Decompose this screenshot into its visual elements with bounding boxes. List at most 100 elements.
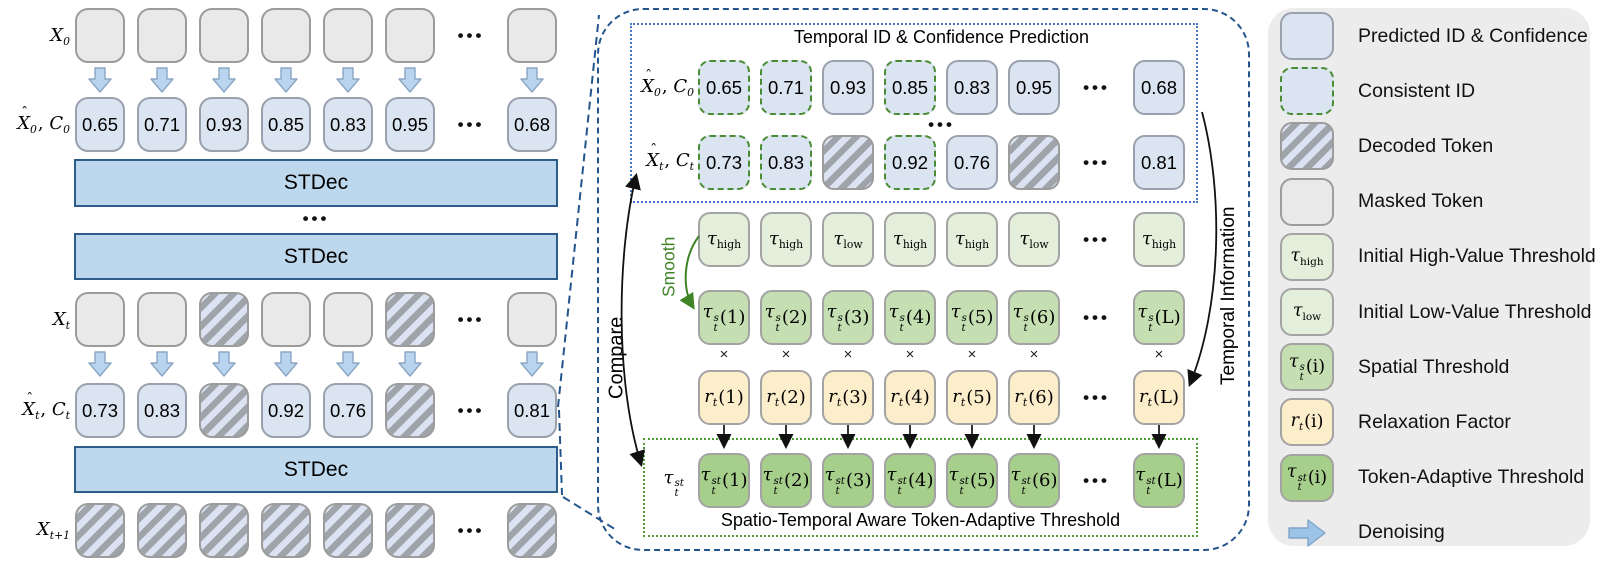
ellipsis: ••• <box>457 520 485 540</box>
compare-label: Compare <box>605 316 628 400</box>
tau-low-token: τlow <box>1008 212 1060 267</box>
tau-high-token: τhigh <box>760 212 812 267</box>
masked-token <box>137 292 187 347</box>
legend-label: Denoising <box>1358 521 1445 544</box>
denoising-arrow-icon <box>520 67 544 93</box>
relaxation-factor-token: rt(2) <box>760 370 812 425</box>
predicted-token: 0.81 <box>507 383 557 438</box>
confidence-value: 0.92 <box>267 399 304 421</box>
confidence-value: 0.73 <box>705 151 742 173</box>
denoising-arrow-icon <box>520 351 544 377</box>
decoded-token <box>323 503 373 558</box>
multiply-operator: × <box>1029 345 1039 363</box>
decoded-token <box>261 503 311 558</box>
legend-item: rt(i)Relaxation Factor <box>1280 398 1511 447</box>
confidence-value: 0.95 <box>1015 76 1052 98</box>
legend-swatch-consistent <box>1280 67 1334 116</box>
denoising-arrow <box>261 67 311 93</box>
denoising-arrow <box>199 351 249 377</box>
masked-token <box>199 8 249 63</box>
row-label-xt1: Xt+1 <box>36 519 70 543</box>
decoded-token <box>385 503 435 558</box>
predicted-token <box>1280 12 1334 60</box>
legend-item: Masked Token <box>1280 177 1483 226</box>
confidence-value: 0.85 <box>891 76 928 98</box>
relaxation-factor-token: rt(i) <box>1280 398 1334 447</box>
multiply-operator: × <box>781 345 791 363</box>
legend-swatch-decoded <box>1280 122 1334 171</box>
stdec-label: STDec <box>283 457 349 481</box>
legend-swatch-taulow: τlow <box>1280 288 1334 336</box>
confidence-value: 0.93 <box>829 76 866 98</box>
decoded-token <box>199 503 249 558</box>
legend-swatch-tauhigh: τhigh <box>1280 232 1334 281</box>
denoising-arrow <box>199 67 249 93</box>
predicted-token: 0.73 <box>75 383 125 438</box>
confidence-value: 0.76 <box>953 151 990 173</box>
masked-token <box>75 292 125 347</box>
legend-item: Predicted ID & Confidence <box>1280 12 1588 60</box>
decoded-token <box>385 383 435 438</box>
confidence-value: 0.71 <box>143 113 180 135</box>
ellipsis: ••• <box>457 309 485 329</box>
predicted-token: 0.93 <box>822 60 874 115</box>
masked-token <box>323 8 373 63</box>
stdec-block: STDec <box>74 446 558 493</box>
consistent-id-token: 0.65 <box>698 60 750 115</box>
denoising-arrow <box>75 67 125 93</box>
predicted-token: 0.83 <box>323 97 373 152</box>
confidence-value: 0.92 <box>891 151 928 173</box>
consistent-id-token: 0.83 <box>760 135 812 190</box>
hat-accent: ˆ <box>645 68 653 85</box>
denoising-arrow <box>385 351 435 377</box>
ellipsis: ••• <box>302 209 330 228</box>
tau-low-token: τlow <box>822 212 874 267</box>
tau-low-token: τlow <box>1280 288 1334 336</box>
relaxation-factor-token: rt(L) <box>1133 370 1185 425</box>
masked-token <box>1280 177 1334 226</box>
legend-label: Predicted ID & Confidence <box>1358 24 1588 47</box>
denoising-arrow-icon <box>274 67 298 93</box>
row-label-xt: Xt <box>52 309 70 333</box>
masked-token <box>507 292 557 347</box>
relaxation-factor-token: rt(5) <box>946 370 998 425</box>
decoded-token <box>199 292 249 347</box>
tau-high-token: τhigh <box>1133 212 1185 267</box>
legend-label: Token-Adaptive Threshold <box>1358 466 1585 489</box>
denoising-arrow <box>323 67 373 93</box>
confidence-value: 0.81 <box>1140 151 1177 173</box>
legend-label: Initial Low-Value Threshold <box>1358 300 1592 323</box>
temporal-information-label: Temporal Information <box>1218 206 1239 386</box>
denoising-arrow-icon <box>336 351 360 377</box>
relaxation-factor-row: rt(1)rt(2)rt(3)rt(4)rt(5)rt(6)•••rt(L) <box>698 370 1185 425</box>
predicted-token: 0.81 <box>1133 135 1185 190</box>
confidence-value: 0.83 <box>143 399 180 421</box>
ellipsis: ••• <box>1083 229 1110 249</box>
tau-high-token: τhigh <box>698 212 750 267</box>
legend-item: τlow Initial Low-Value Threshold <box>1280 288 1591 336</box>
denoising-arrow-icon <box>88 351 112 377</box>
predicted-token: 0.85 <box>261 97 311 152</box>
denoising-arrow-row <box>75 351 557 377</box>
token-row-x0: ••• <box>75 8 557 63</box>
decoded-token <box>1008 135 1060 190</box>
relaxation-factor-token: rt(3) <box>822 370 874 425</box>
denoising-arrow-icon <box>212 351 236 377</box>
token-row-xt1: ••• <box>75 503 557 558</box>
denoising-arrow-icon <box>150 67 174 93</box>
legend-label: Decoded Token <box>1358 134 1494 157</box>
